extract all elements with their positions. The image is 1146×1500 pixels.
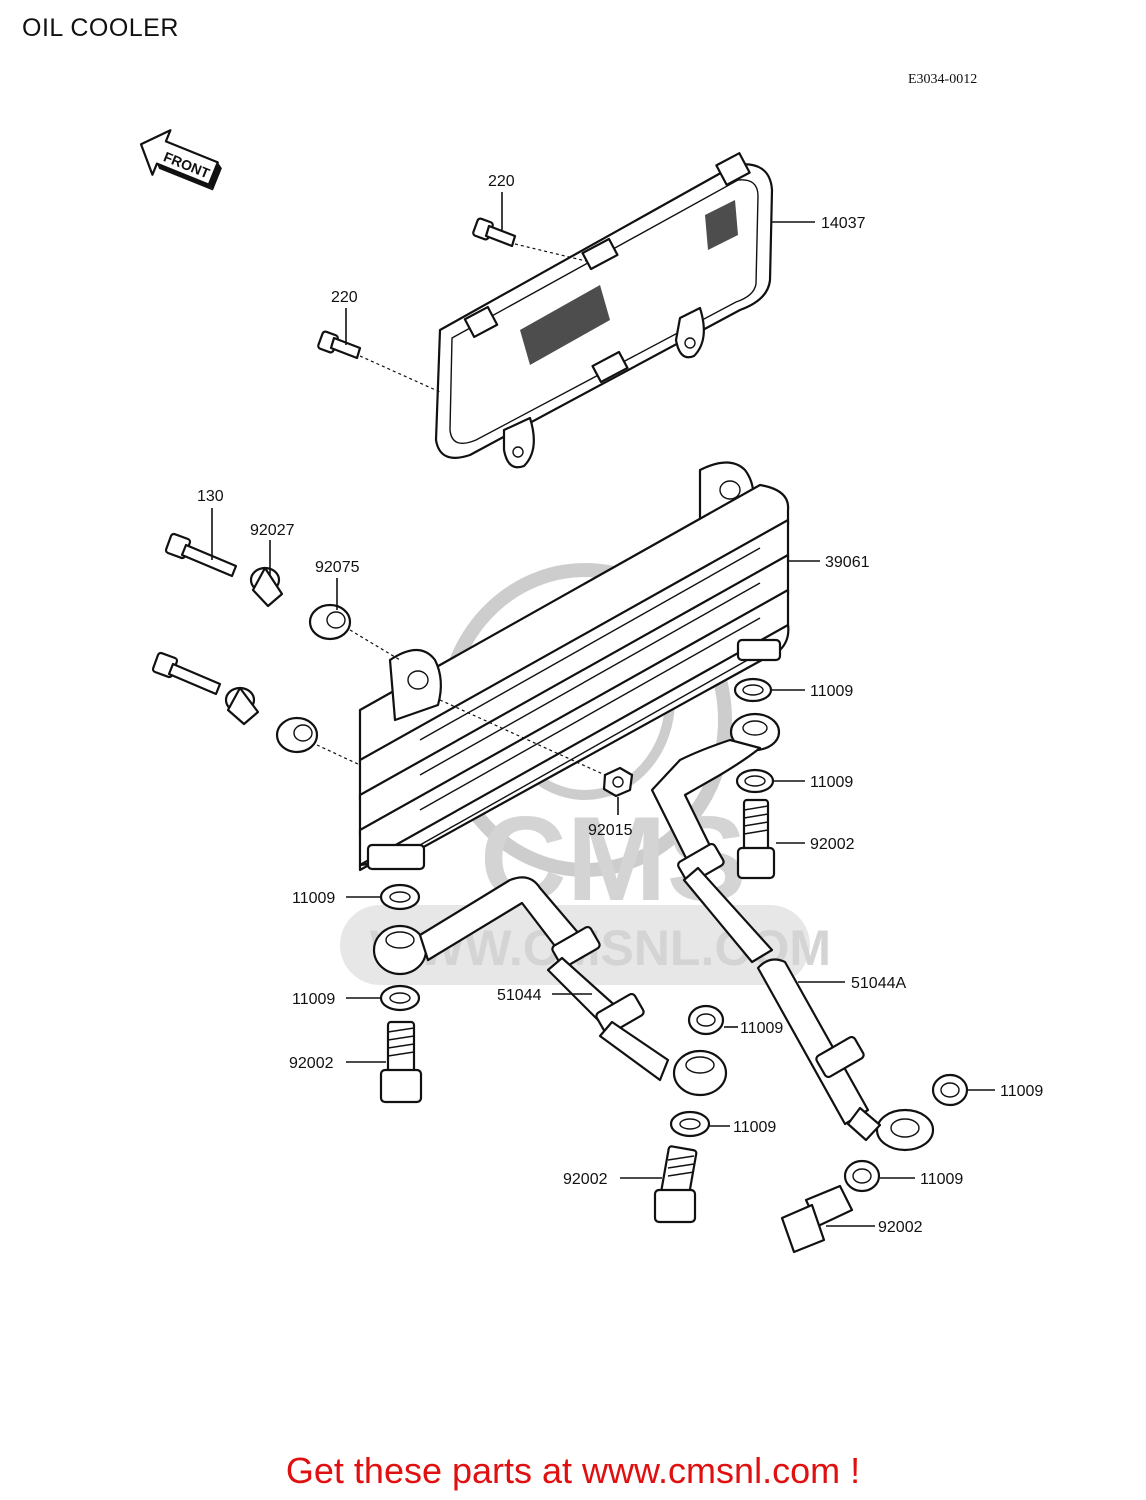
hose-51044a bbox=[756, 958, 935, 1152]
leader-lines bbox=[211, 192, 995, 1227]
washer-11009-c bbox=[931, 1073, 969, 1107]
cooler-fins bbox=[419, 547, 761, 846]
callout-92002-b: 92002 bbox=[878, 1219, 923, 1236]
washer-11009-e bbox=[379, 883, 421, 911]
callout-220-upper: 220 bbox=[488, 173, 515, 190]
cooler-screen-14037 bbox=[434, 152, 774, 469]
banjo-fitting-left bbox=[372, 876, 582, 976]
washer-11009-f bbox=[379, 984, 421, 1012]
callout-92002-c: 92002 bbox=[289, 1055, 334, 1072]
callout-labels: 220 14037 220 130 92027 92075 39061 1100… bbox=[197, 173, 1043, 1236]
callout-92002-d: 92002 bbox=[563, 1171, 608, 1188]
washer-11009-d bbox=[843, 1159, 881, 1193]
exploded-view-diagram: CMS WWW.CMSNL.COM FRONT bbox=[139, 129, 1043, 1254]
bolt-130-lower bbox=[151, 651, 222, 696]
callout-11009-e: 11009 bbox=[292, 890, 335, 907]
banjo-fitting-right bbox=[650, 712, 781, 964]
callout-11009-d: 11009 bbox=[920, 1171, 963, 1188]
washer-11009-h bbox=[669, 1110, 711, 1138]
banjo-bolt-92002-b bbox=[780, 1184, 854, 1254]
washer-11009-a bbox=[733, 677, 773, 703]
callout-11009-f: 11009 bbox=[292, 991, 335, 1008]
grommet-92075-upper bbox=[308, 603, 352, 641]
callout-11009-g: 11009 bbox=[740, 1020, 783, 1037]
callout-39061: 39061 bbox=[825, 554, 870, 571]
callout-130: 130 bbox=[197, 488, 224, 505]
callout-220-lower: 220 bbox=[331, 289, 358, 306]
callout-11009-h: 11009 bbox=[733, 1119, 776, 1136]
callout-11009-b: 11009 bbox=[810, 774, 853, 791]
banjo-bolt-92002-a bbox=[736, 798, 776, 880]
collar-92027-lower bbox=[224, 686, 260, 726]
callout-92002-a: 92002 bbox=[810, 836, 855, 853]
nut-92015 bbox=[602, 766, 634, 798]
washer-11009-g bbox=[687, 1004, 725, 1036]
callout-51044: 51044 bbox=[497, 987, 542, 1004]
callout-51044a: 51044A bbox=[851, 975, 906, 992]
hose-51044 bbox=[546, 925, 728, 1097]
front-arrow-icon: FRONT bbox=[139, 129, 222, 191]
callout-11009-a: 11009 bbox=[810, 683, 853, 700]
callout-11009-c: 11009 bbox=[1000, 1083, 1043, 1100]
callout-92015: 92015 bbox=[588, 822, 633, 839]
banjo-bolt-92002-c bbox=[379, 1020, 423, 1104]
collar-92027-upper bbox=[249, 566, 284, 608]
callout-14037: 14037 bbox=[821, 215, 866, 232]
grommet-92075-lower bbox=[275, 716, 319, 754]
oil-cooler-39061 bbox=[358, 461, 790, 872]
callout-92075: 92075 bbox=[315, 559, 360, 576]
washer-11009-b bbox=[735, 768, 775, 794]
diagram-code: E3034-0012 bbox=[908, 72, 978, 87]
bolt-220-lower bbox=[317, 330, 362, 360]
callout-92027: 92027 bbox=[250, 522, 295, 539]
bolt-130-upper bbox=[164, 532, 238, 578]
banjo-bolt-92002-d bbox=[653, 1145, 698, 1224]
bolt-220-upper bbox=[472, 217, 517, 248]
promo-link[interactable]: Get these parts at www.cmsnl.com ! bbox=[285, 1450, 861, 1491]
screen-mesh bbox=[520, 200, 738, 365]
page-title: OIL COOLER bbox=[22, 14, 179, 42]
